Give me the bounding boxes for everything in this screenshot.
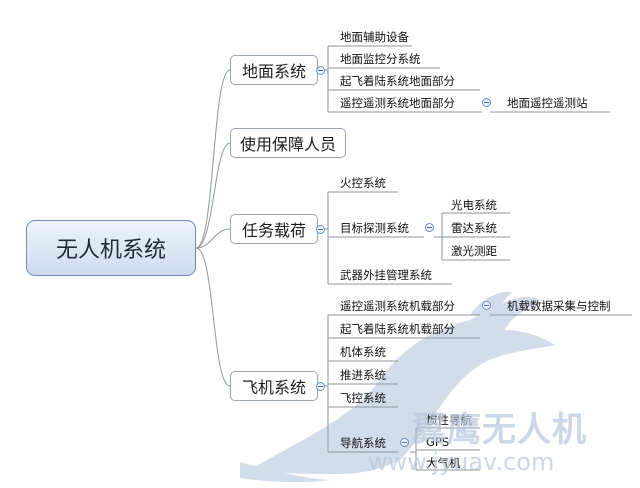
leaf-flight-control[interactable]: 飞控系统 [340,391,386,405]
connector-root-aircraft [195,247,231,387]
collapse-toggle-icon[interactable] [400,438,409,447]
leaf-airborne-telemetry[interactable]: 遥控遥测系统机载部分 [340,299,455,313]
root-node[interactable]: 无人机系统 [26,220,196,276]
eagle-watermark-icon [240,291,555,483]
leaf-gps[interactable]: GPS [426,435,450,449]
leaf-ground-telemetry-station[interactable]: 地面遥控遥测站 [507,96,588,110]
collapse-toggle-icon[interactable] [482,301,491,310]
leaf-airframe[interactable]: 机体系统 [340,345,386,359]
connector-root-payload [195,228,231,249]
leaf-airborne-takeoff-landing[interactable]: 起飞着陆系统机载部分 [340,322,455,336]
leaf-ground-monitoring[interactable]: 地面监控分系统 [340,52,421,66]
node-aircraft-system[interactable]: 飞机系统 [230,371,318,401]
collapse-toggle-icon[interactable] [482,98,491,107]
collapse-toggle-icon[interactable] [425,223,434,232]
watermark-logo-text: 翼鹰无人机 [412,410,587,450]
leaf-radar[interactable]: 雷达系统 [451,221,497,235]
leaf-target-detection[interactable]: 目标探测系统 [340,221,409,235]
leaf-fire-control[interactable]: 火控系统 [340,176,386,190]
watermark-url: www.jyuav.com [368,448,555,476]
leaf-electro-optical[interactable]: 光电系统 [451,198,497,212]
collapse-toggle-icon[interactable] [316,225,325,234]
leaf-ground-aux-equipment[interactable]: 地面辅助设备 [340,30,409,44]
leaf-ground-takeoff-landing[interactable]: 起飞着陆系统地面部分 [340,74,455,88]
connector-root-ground [195,69,231,249]
node-support-personnel[interactable]: 使用保障人员 [230,128,346,158]
connector-root-personnel [195,142,231,249]
leaf-airborne-data-acquisition[interactable]: 机载数据采集与控制 [507,299,611,313]
collapse-toggle-icon[interactable] [316,66,325,75]
node-mission-payload[interactable]: 任务载荷 [230,214,318,244]
collapse-toggle-icon[interactable] [316,382,325,391]
leaf-ground-telemetry[interactable]: 遥控遥测系统地面部分 [340,96,455,110]
leaf-propulsion[interactable]: 推进系统 [340,368,386,382]
leaf-inertial-navigation[interactable]: 惯性导航 [426,413,472,427]
node-ground-system[interactable]: 地面系统 [230,55,318,85]
leaf-laser-ranging[interactable]: 激光测距 [451,244,497,258]
leaf-weapon-management[interactable]: 武器外挂管理系统 [340,268,432,282]
leaf-air-data-computer[interactable]: 大气机 [426,456,461,470]
leaf-navigation[interactable]: 导航系统 [340,436,386,450]
